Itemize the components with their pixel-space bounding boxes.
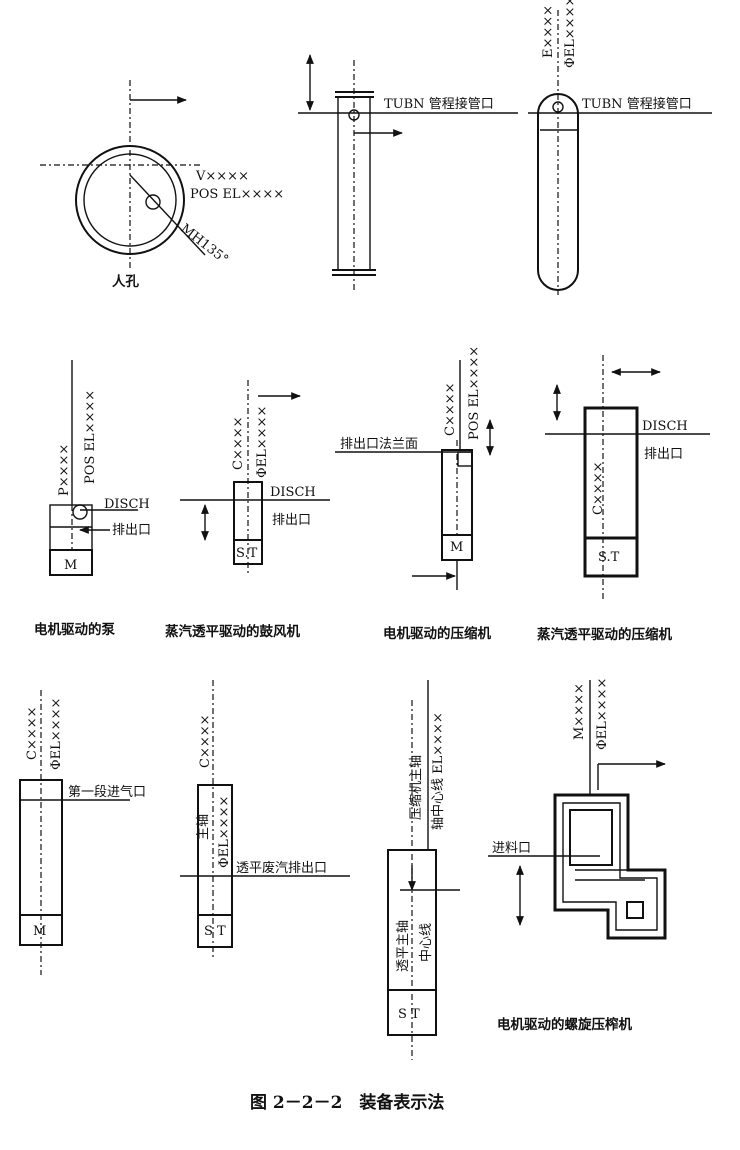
compressor-motor-symbol: C×××× POS EL×××× 排出口法兰面 M 电机驱动的压缩机 xyxy=(335,346,494,642)
pump-motor: M xyxy=(64,558,77,573)
compressor-motor-top1: C×××× xyxy=(443,382,458,436)
row3-a-top1: C×××× xyxy=(25,706,40,760)
compressor-st-drive: S.T xyxy=(598,550,620,565)
blower-outlet: 排出口 xyxy=(272,513,311,528)
row3-a-inlet: 第一段进气口 xyxy=(68,784,146,800)
blower-top1: C×××× xyxy=(231,416,246,470)
compressor-st-body: C×××× xyxy=(591,461,606,515)
manhole-caption: 人孔 xyxy=(112,274,139,290)
row3-a-top2: ΦEL×××× xyxy=(49,698,64,770)
row3-a-motor: M xyxy=(33,924,46,939)
vessel-a-label: TUBN 管程接管口 xyxy=(384,96,494,112)
pump-outlet: 排出口 xyxy=(112,523,151,538)
screw-press-symbol: M×××× ΦEL×××× 进料口 电机驱动的螺旋压榨机 xyxy=(488,678,667,1033)
blower-drive: S.T xyxy=(236,546,258,561)
vessel-b-label: TUBN 管程接管口 xyxy=(582,96,692,112)
screw-top1: M×××× xyxy=(572,683,587,740)
manhole-mh-note: MH135° xyxy=(178,221,231,267)
compressor-st-symbol: DISCH 排出口 C×××× S.T 蒸汽透平驱动的压缩机 xyxy=(537,355,710,643)
compressor-st-outlet: 排出口 xyxy=(644,447,683,462)
row3-b-symbol: C×××× 主轴 ΦEL×××× 透平废汽排出口 S T xyxy=(180,680,350,960)
blower-top2: ΦEL×××× xyxy=(255,406,270,478)
screw-caption: 电机驱动的螺旋压榨机 xyxy=(497,1016,632,1033)
figure-caption: 图 2－2－2 装备表示法 xyxy=(250,1092,444,1113)
screw-inlet: 进料口 xyxy=(492,841,531,856)
row3-b-top1: C×××× xyxy=(198,714,213,768)
manhole-v-note: V×××× xyxy=(195,169,249,184)
row3-c-top2: 轴中心线 EL×××× xyxy=(431,712,446,830)
row3-c-top1: 压缩机主轴 xyxy=(408,755,424,820)
screw-top2: ΦEL×××× xyxy=(595,678,610,750)
manhole-pos-note: POS EL×××× xyxy=(190,187,284,202)
blower-caption: 蒸汽透平驱动的鼓风机 xyxy=(165,623,300,640)
pump-top2: POS EL×××× xyxy=(83,390,98,484)
pump-symbol: P×××× POS EL×××× DISCH 排出口 M 电机驱动的泵 xyxy=(34,360,151,638)
blower-symbol: C×××× ΦEL×××× DISCH 排出口 S.T 蒸汽透平驱动的鼓风机 xyxy=(165,380,330,640)
row3-c-drive: S T xyxy=(398,1007,420,1022)
compressor-st-caption: 蒸汽透平驱动的压缩机 xyxy=(537,626,672,643)
row3-c-inner1: 透平主轴 xyxy=(396,920,411,972)
pump-top1: P×××× xyxy=(57,444,72,496)
row3-c-inner2: 中心线 xyxy=(419,923,434,962)
compressor-st-disch: DISCH xyxy=(642,419,688,434)
row3-b-inner1: 主轴 xyxy=(196,814,211,840)
vessel-b-top-label: E×××× xyxy=(541,5,556,58)
vessel-b-symbol: E×××× ΦEL×××× TUBN 管程接管口 xyxy=(528,0,712,295)
manhole-symbol: V×××× POS EL×××× MH135° 人孔 xyxy=(40,80,284,290)
pump-caption: 电机驱动的泵 xyxy=(34,621,115,638)
row3-a-symbol: C×××× ΦEL×××× 第一段进气口 M xyxy=(19,690,146,975)
compressor-motor-top2: POS EL×××× xyxy=(467,346,482,440)
row3-b-drive: S T xyxy=(204,924,226,939)
vessel-b-top-label2: ΦEL×××× xyxy=(563,0,578,68)
blower-disch: DISCH xyxy=(270,485,316,500)
vessel-a-symbol: TUBN 管程接管口 xyxy=(298,54,518,290)
compressor-motor-motor: M xyxy=(450,540,463,555)
row3-c-symbol: 压缩机主轴 轴中心线 EL×××× 透平主轴 中心线 S T xyxy=(387,680,460,1060)
row3-b-exhaust: 透平废汽排出口 xyxy=(236,860,327,876)
compressor-flange: 排出口法兰面 xyxy=(340,437,418,452)
row3-b-inner2: ΦEL×××× xyxy=(217,796,232,868)
compressor-motor-caption: 电机驱动的压缩机 xyxy=(383,625,491,642)
pump-disch: DISCH xyxy=(104,497,150,512)
